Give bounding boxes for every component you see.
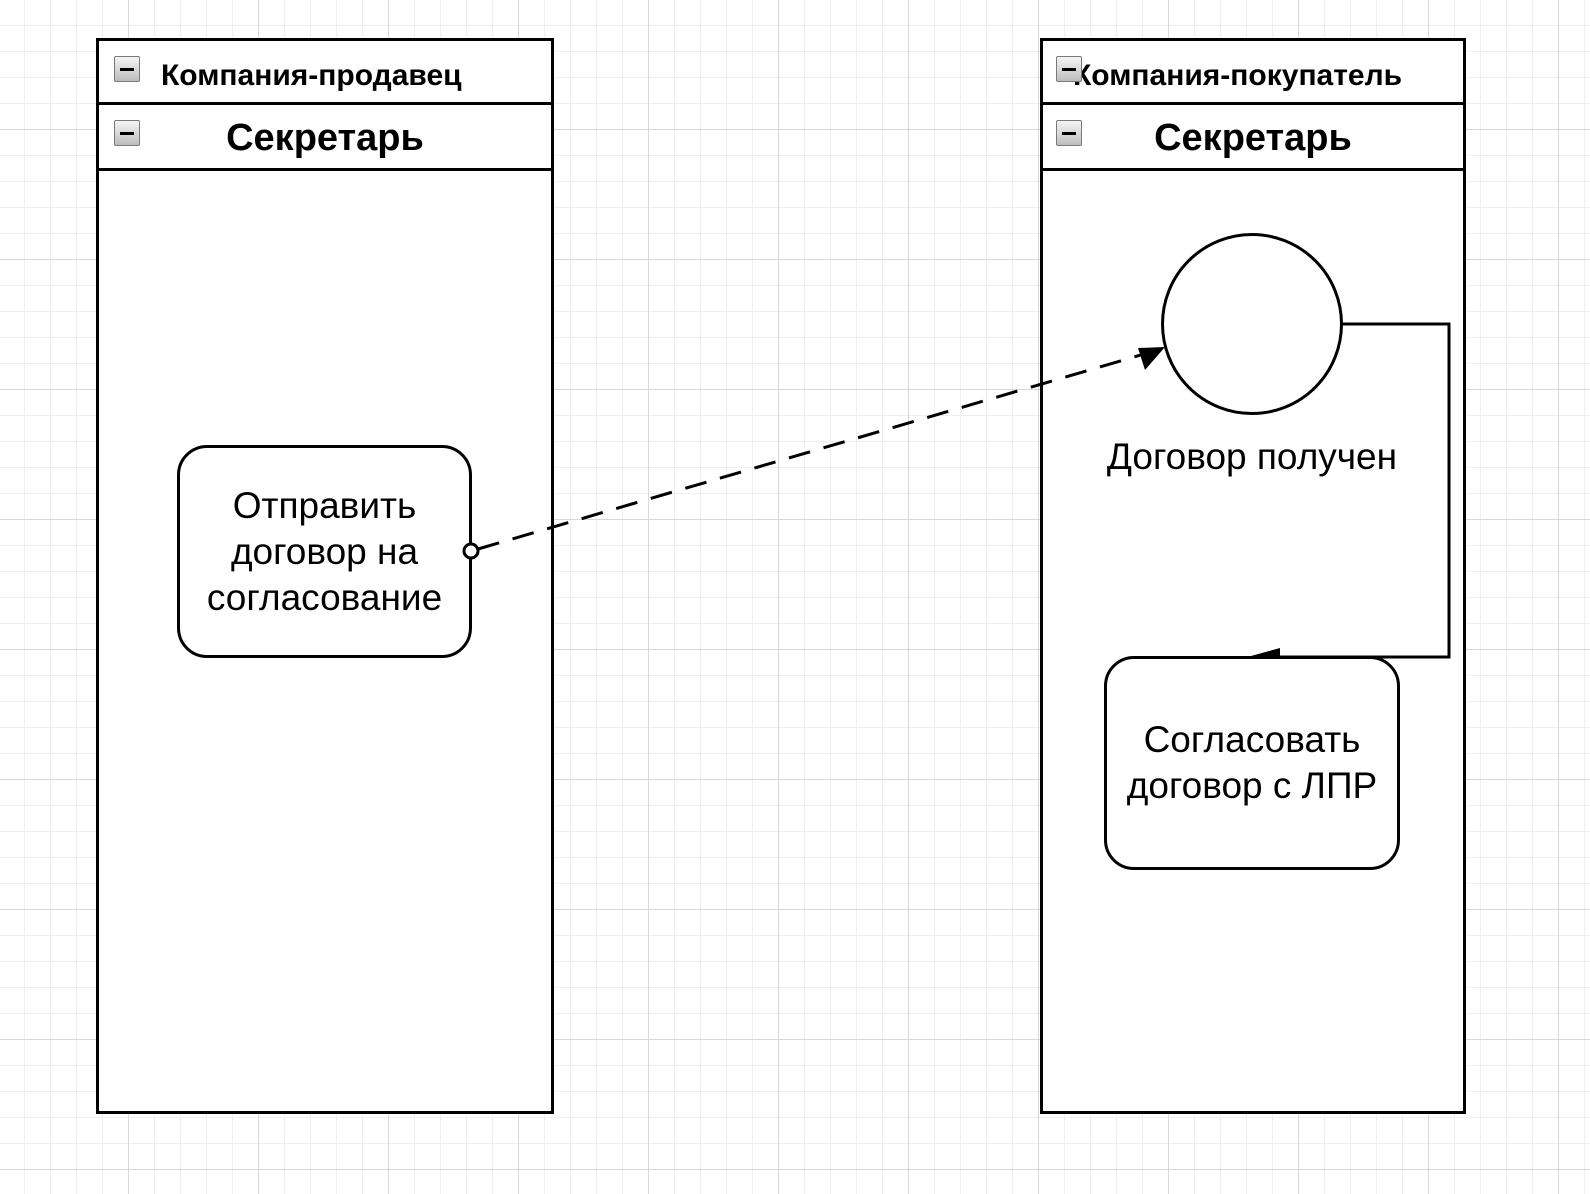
message-flow-arrow-icon — [1138, 347, 1165, 370]
buyer-lane-header[interactable]: Секретарь — [1043, 105, 1463, 171]
message-flow-start-icon — [462, 542, 480, 560]
seller-lane-header[interactable]: Секретарь — [99, 105, 551, 171]
task-send-contract-line-1: Отправить — [232, 484, 417, 526]
task-approve-contract-line-2: договор с ЛПР — [1126, 765, 1378, 806]
seller-lane-title: Секретарь — [226, 117, 424, 159]
event-contract-received-label: Договор получен — [1106, 436, 1398, 477]
buyer-lane-title: Секретарь — [1154, 117, 1352, 159]
seller-pool[interactable]: Компания-продавец Секретарь — [96, 38, 554, 1114]
message-flow-line[interactable] — [477, 350, 1152, 551]
task-approve-contract-label: Согласовать договор с ЛПР — [1127, 717, 1377, 809]
sequence-flow-line[interactable] — [1262, 322, 1451, 659]
task-send-contract-line-3: согласование — [206, 576, 443, 618]
buyer-pool-header[interactable]: Компания-покупатель — [1043, 41, 1463, 105]
seller-pool-header[interactable]: Компания-продавец — [99, 41, 551, 105]
task-approve-contract-line-1: Согласовать — [1143, 719, 1361, 760]
seller-lane-collapse-icon[interactable] — [114, 120, 140, 146]
task-approve-contract[interactable]: Согласовать договор с ЛПР — [1104, 656, 1400, 870]
seller-pool-title: Компания-продавец — [161, 59, 462, 92]
task-send-contract-line-2: договор на — [230, 530, 419, 572]
task-send-contract-label: Отправить договор на согласование — [207, 483, 442, 621]
event-contract-received[interactable] — [1161, 233, 1343, 415]
task-send-contract[interactable]: Отправить договор на согласование — [177, 445, 472, 658]
buyer-lane-collapse-icon[interactable] — [1056, 120, 1082, 146]
sequence-flow-arrow-icon — [1251, 648, 1280, 657]
seller-pool-collapse-icon[interactable] — [114, 56, 140, 82]
buyer-pool-collapse-icon[interactable] — [1056, 56, 1082, 82]
buyer-pool-title: Компания-покупатель — [1073, 59, 1403, 92]
buyer-pool[interactable]: Компания-покупатель Секретарь — [1040, 38, 1466, 1114]
